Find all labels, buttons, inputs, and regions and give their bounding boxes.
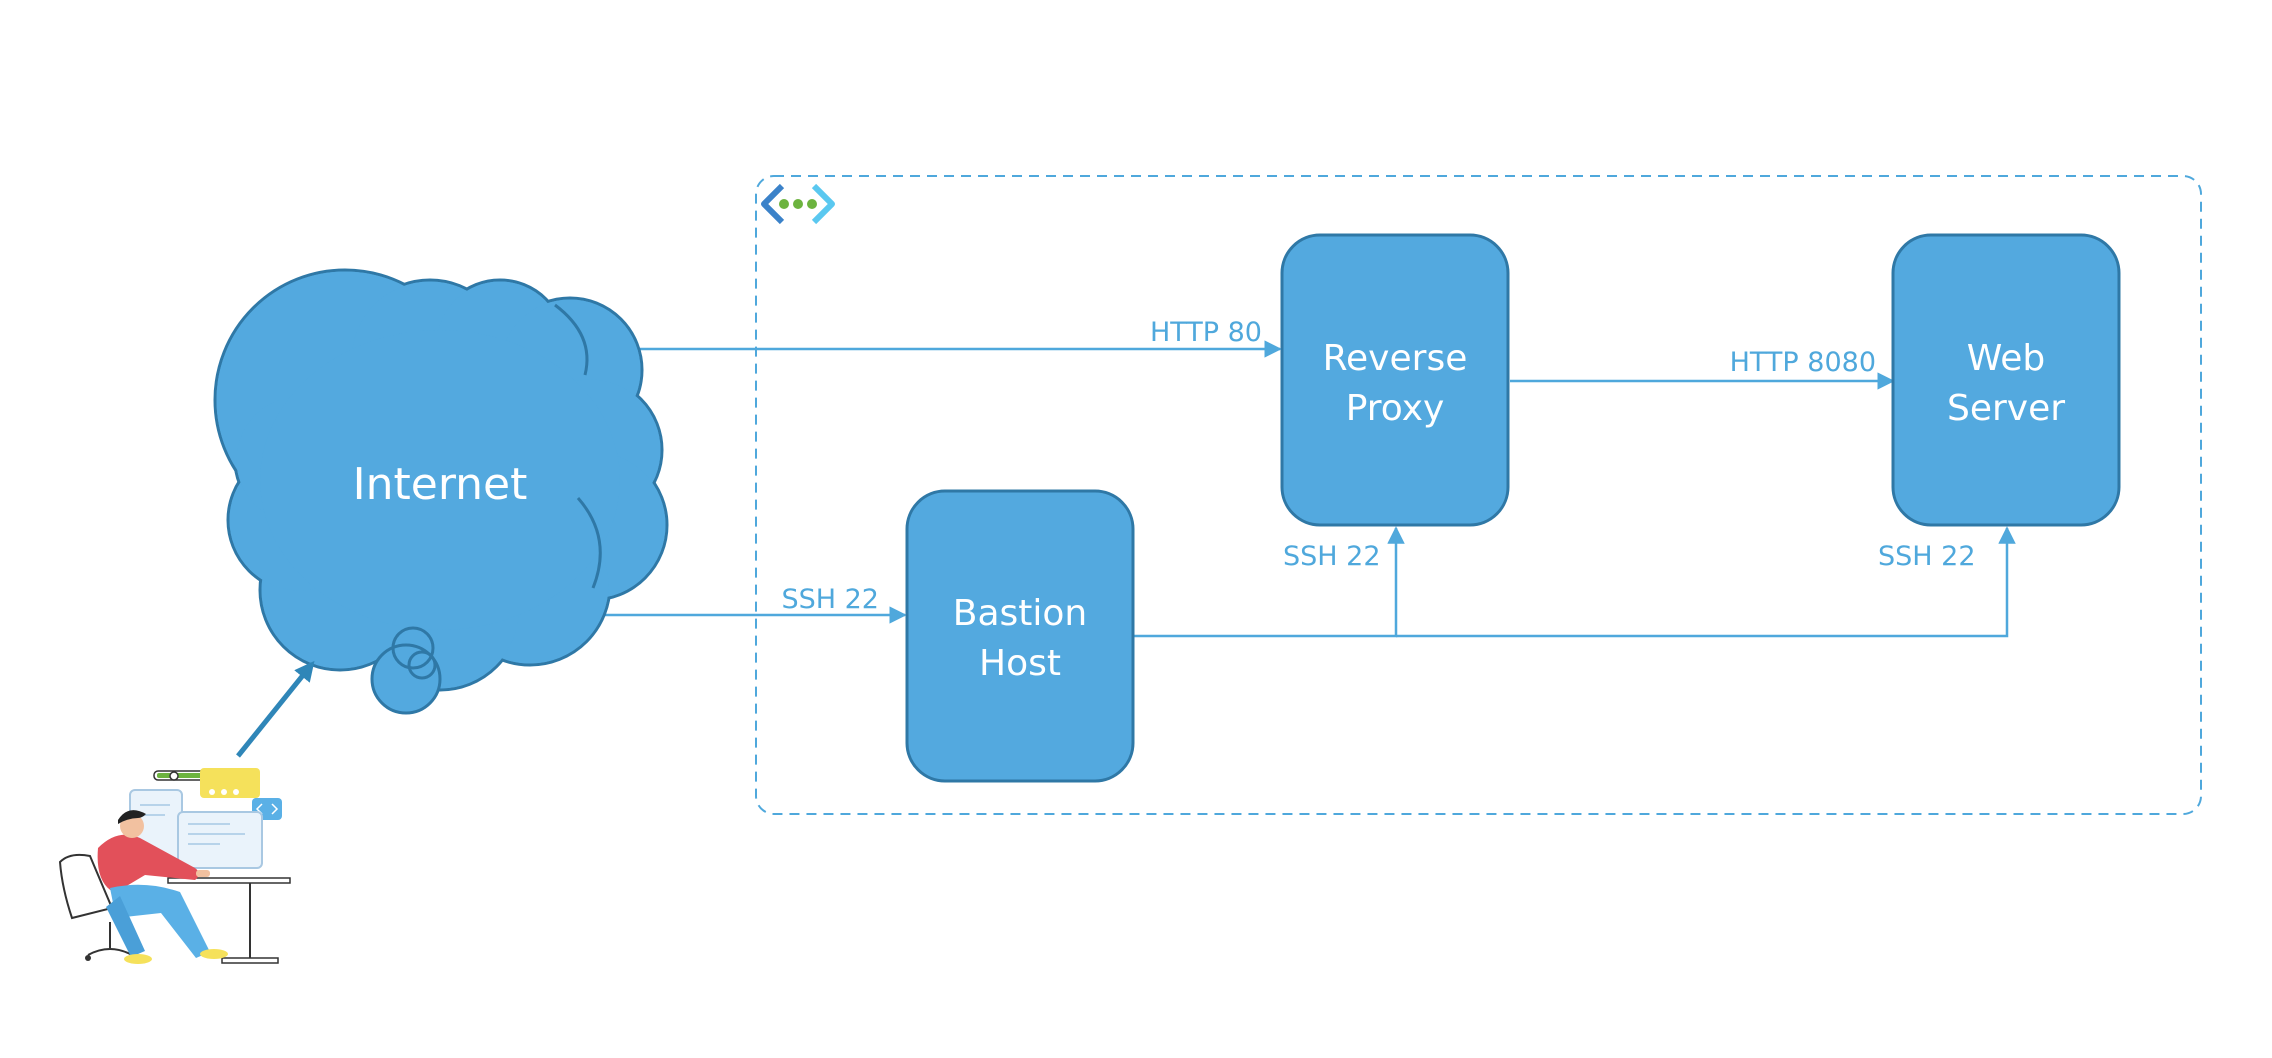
edge-label-ssh-22-proxy: SSH 22: [1283, 541, 1381, 572]
edge-label-ssh-22-bastion: SSH 22: [781, 584, 879, 615]
internet-label: Internet: [353, 459, 528, 510]
internet-cloud-node[interactable]: Internet: [213, 268, 669, 715]
web-server-node[interactable]: Web Server: [1891, 233, 2121, 527]
virtual-network-icon: [761, 183, 835, 225]
edge-user-to-internet: [236, 660, 315, 758]
reverse-proxy-label-line-1: Reverse: [1323, 338, 1468, 379]
reverse-proxy-label-line-2: Proxy: [1346, 388, 1445, 429]
reverse-proxy-node[interactable]: Reverse Proxy: [1280, 233, 1510, 527]
web-server-label-line-2: Server: [1947, 388, 2065, 429]
edge-label-http-80: HTTP 80: [1150, 317, 1262, 348]
bastion-host-node[interactable]: Bastion Host: [905, 489, 1135, 783]
bastion-host-label-line-2: Host: [979, 643, 1061, 684]
edge-label-ssh-22-web: SSH 22: [1878, 541, 1976, 572]
edge-label-http-8080: HTTP 8080: [1730, 347, 1876, 378]
virtual-network-boundary: [755, 175, 2202, 815]
developer-at-desk-illustration: [58, 768, 291, 964]
web-server-label-line-1: Web: [1967, 338, 2046, 379]
bastion-host-label-line-1: Bastion: [953, 593, 1087, 634]
edge-bastion-to-web: [1396, 526, 2016, 638]
